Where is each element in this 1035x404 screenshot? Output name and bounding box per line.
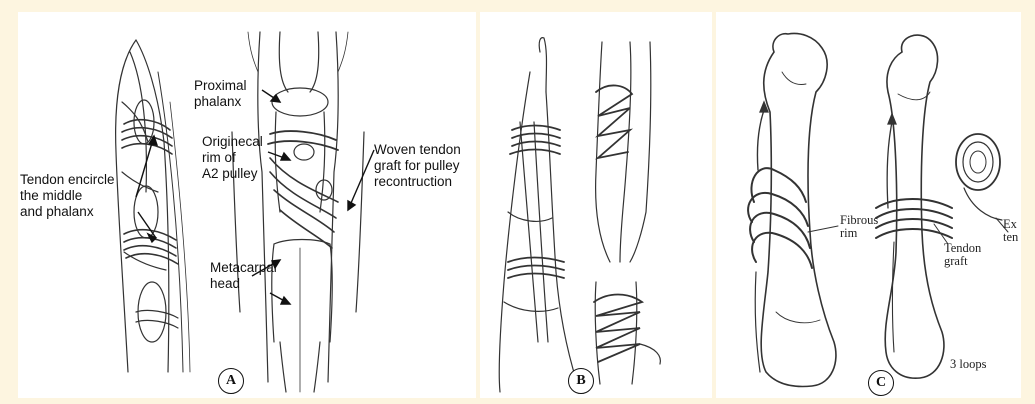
panel-marker-b: B <box>568 368 594 394</box>
label-three-loops: 3 loops <box>950 358 986 371</box>
panel-b: B <box>480 12 712 398</box>
panel-c-illustration <box>716 12 1021 398</box>
label-woven-tendon-graft: Woven tendon graft for pulley recontruct… <box>374 142 461 190</box>
label-original-rim-a2-pulley: Originecal rim of A2 pulley <box>202 134 263 182</box>
label-tendon-encircle: Tendon encircle the middle and phalanx <box>20 172 115 220</box>
label-fibrous-rim: Fibrous rim <box>840 214 878 240</box>
panel-c: Fibrous rim Tendon graft 3 loops Ex ten … <box>716 12 1021 398</box>
label-tendon-graft: Tendon graft <box>944 242 981 268</box>
label-metacarpal-head: Metacarpal head <box>210 260 277 292</box>
label-extensor-tendon-partial: Ex ten <box>1003 218 1018 244</box>
panel-a: Tendon encircle the middle and phalanx P… <box>18 12 476 398</box>
panel-marker-a: A <box>218 368 244 394</box>
label-proximal-phalanx: Proximal phalanx <box>194 78 247 110</box>
panel-marker-c: C <box>868 370 894 396</box>
panel-b-illustration <box>480 12 712 398</box>
